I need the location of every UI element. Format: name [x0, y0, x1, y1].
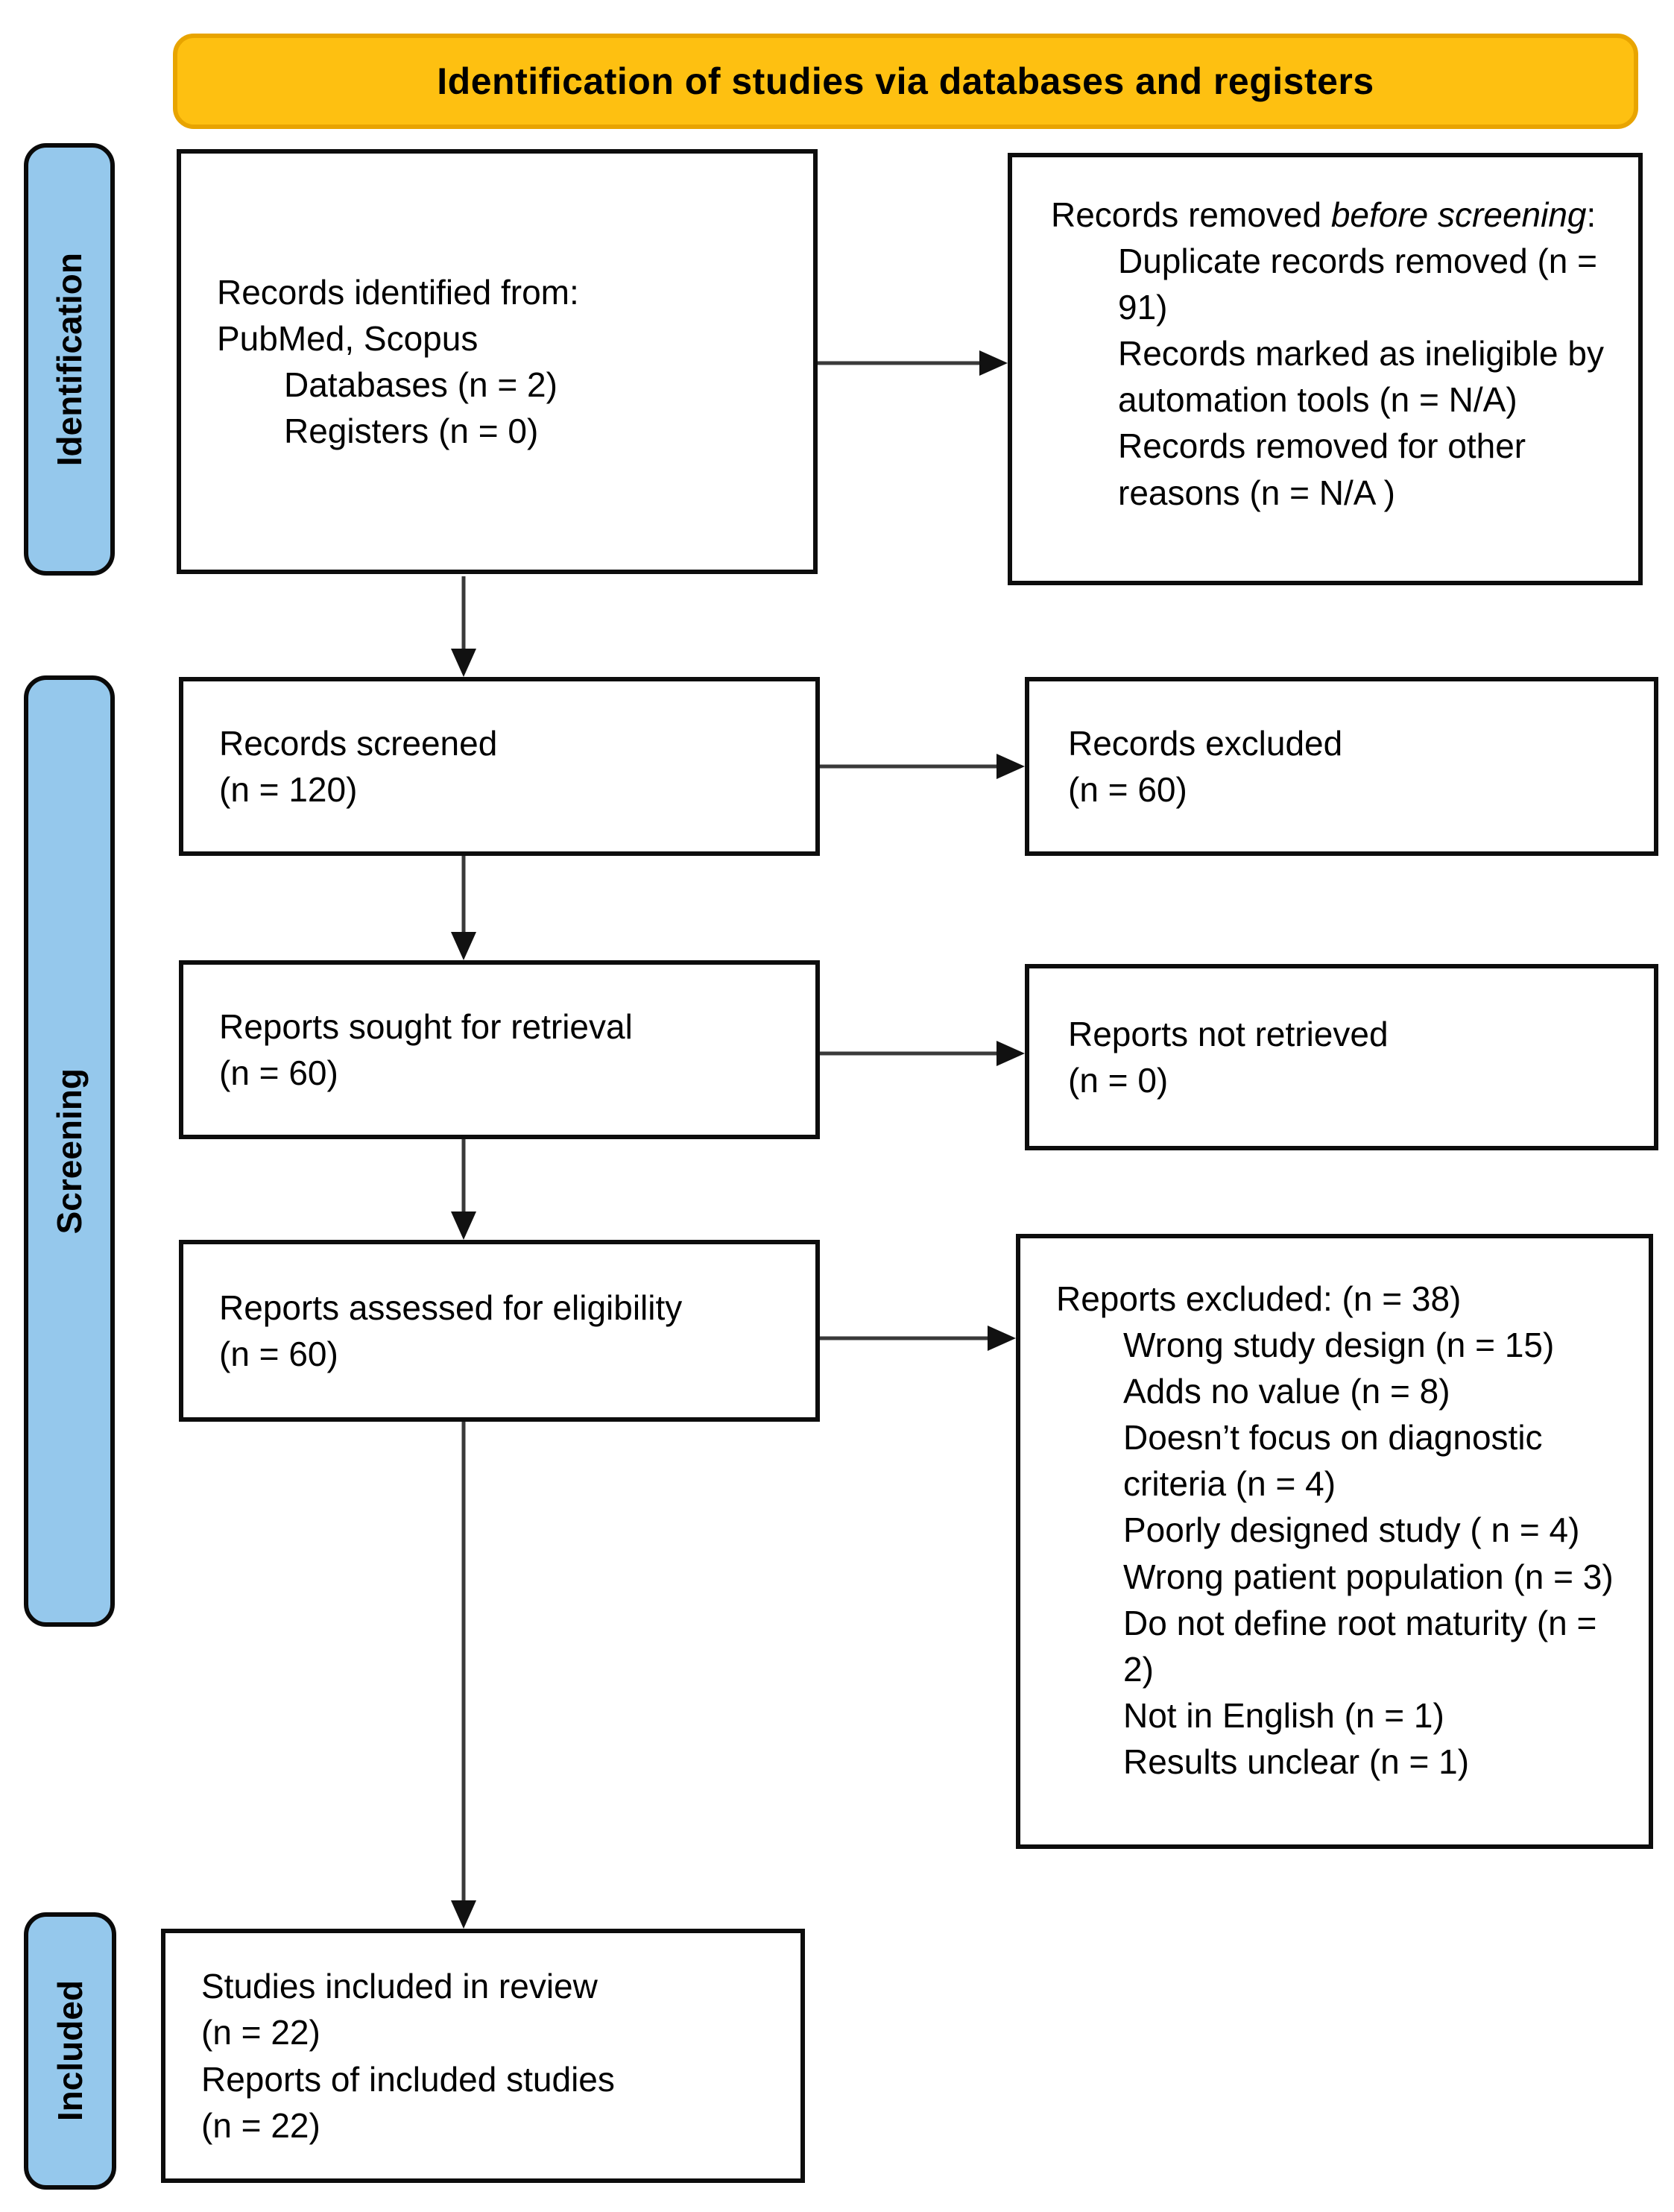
reports-not-retrieved-line: Reports not retrieved — [1068, 1014, 1389, 1053]
arrow-identified-to-screened-head — [451, 649, 476, 677]
reports-excluded-reason: Adds no value (n = 8) — [1123, 1372, 1450, 1411]
box-reports-sought: Reports sought for retrieval (n = 60) — [179, 960, 820, 1139]
box-records-screened: Records screened (n = 120) — [179, 677, 820, 856]
records-screened-line: Records screened — [219, 723, 498, 763]
records-removed-title: Records removed before screening: — [1051, 192, 1611, 238]
arrow-sought-to-notretrieved-head — [996, 1041, 1025, 1066]
reports-excluded-reason: Not in English (n = 1) — [1123, 1695, 1444, 1735]
studies-included-line: Studies included in review — [201, 1967, 598, 2006]
records-identified-registers: Registers (n = 0) — [284, 412, 539, 451]
banner: Identification of studies via databases … — [173, 34, 1638, 129]
box-records-identified: Records identified from: PubMed, Scopus … — [177, 149, 818, 574]
records-identified-databases: Databases (n = 2) — [284, 365, 558, 404]
box-studies-included: Studies included in review (n = 22) Repo… — [161, 1929, 805, 2183]
reports-excluded-reason: Results unclear (n = 1) — [1123, 1742, 1470, 1781]
reports-sought-line: Reports sought for retrieval — [219, 1006, 633, 1046]
reports-excluded-reason: Doesn’t focus on diagnostic criteria (n … — [1123, 1418, 1543, 1504]
records-removed-item: Records marked as ineligible by automati… — [1118, 334, 1604, 420]
box-reports-not-retrieved: Reports not retrieved (n = 0) — [1025, 964, 1658, 1150]
records-removed-item: Duplicate records removed (n = 91) — [1118, 242, 1598, 327]
studies-included-line: Reports of included studies — [201, 2059, 615, 2099]
records-excluded-count: (n = 60) — [1068, 770, 1187, 809]
records-identified-line: Records identified from: — [217, 272, 579, 312]
reports-excluded-reason: Poorly designed study ( n = 4) — [1123, 1510, 1580, 1550]
stage-label-identification: Identification — [24, 143, 115, 576]
studies-included-count: (n = 22) — [201, 2013, 320, 2052]
records-removed-item: Records removed for other reasons (n = N… — [1118, 426, 1526, 512]
box-records-excluded: Records excluded (n = 60) — [1025, 677, 1658, 856]
arrow-screened-to-excluded-head — [996, 754, 1025, 779]
box-records-removed: Records removed before screening: Duplic… — [1008, 153, 1643, 585]
reports-excluded-reason: Wrong study design (n = 15) — [1123, 1326, 1555, 1365]
stage-label-screening: Screening — [24, 675, 115, 1627]
records-removed-title-italic: before screening — [1330, 195, 1587, 234]
reports-sought-count: (n = 60) — [219, 1053, 338, 1092]
stage-label-included: Included — [24, 1912, 116, 2190]
reports-excluded-reason: Do not define root maturity (n = 2) — [1123, 1603, 1597, 1689]
box-reports-excluded: Reports excluded: (n = 38) Wrong study d… — [1016, 1234, 1653, 1849]
records-removed-title-pre: Records removed — [1051, 195, 1331, 234]
banner-title: Identification of studies via databases … — [437, 60, 1374, 102]
stage-label-identification-text: Identification — [50, 252, 89, 467]
records-excluded-line: Records excluded — [1068, 723, 1343, 763]
arrow-assessed-to-excluded-head — [988, 1326, 1016, 1351]
reports-assessed-line: Reports assessed for eligibility — [219, 1288, 683, 1327]
reports-assessed-count: (n = 60) — [219, 1335, 338, 1373]
records-removed-title-post: : — [1586, 195, 1596, 234]
arrow-identified-to-removed-head — [979, 350, 1008, 376]
box-reports-assessed: Reports assessed for eligibility (n = 60… — [179, 1240, 820, 1422]
records-identified-line: PubMed, Scopus — [217, 318, 478, 358]
records-screened-count: (n = 120) — [219, 770, 358, 809]
reports-excluded-reason: Wrong patient population (n = 3) — [1123, 1557, 1614, 1596]
reports-excluded-title: Reports excluded: (n = 38) — [1056, 1279, 1462, 1318]
reports-not-retrieved-count: (n = 0) — [1068, 1061, 1169, 1100]
arrow-sought-to-assessed-head — [451, 1211, 476, 1240]
stage-label-screening-text: Screening — [50, 1068, 89, 1235]
stage-label-included-text: Included — [51, 1980, 89, 2122]
arrow-screened-to-sought-head — [451, 932, 476, 960]
arrow-assessed-to-included-head — [451, 1900, 476, 1929]
studies-included-count: (n = 22) — [201, 2105, 320, 2145]
